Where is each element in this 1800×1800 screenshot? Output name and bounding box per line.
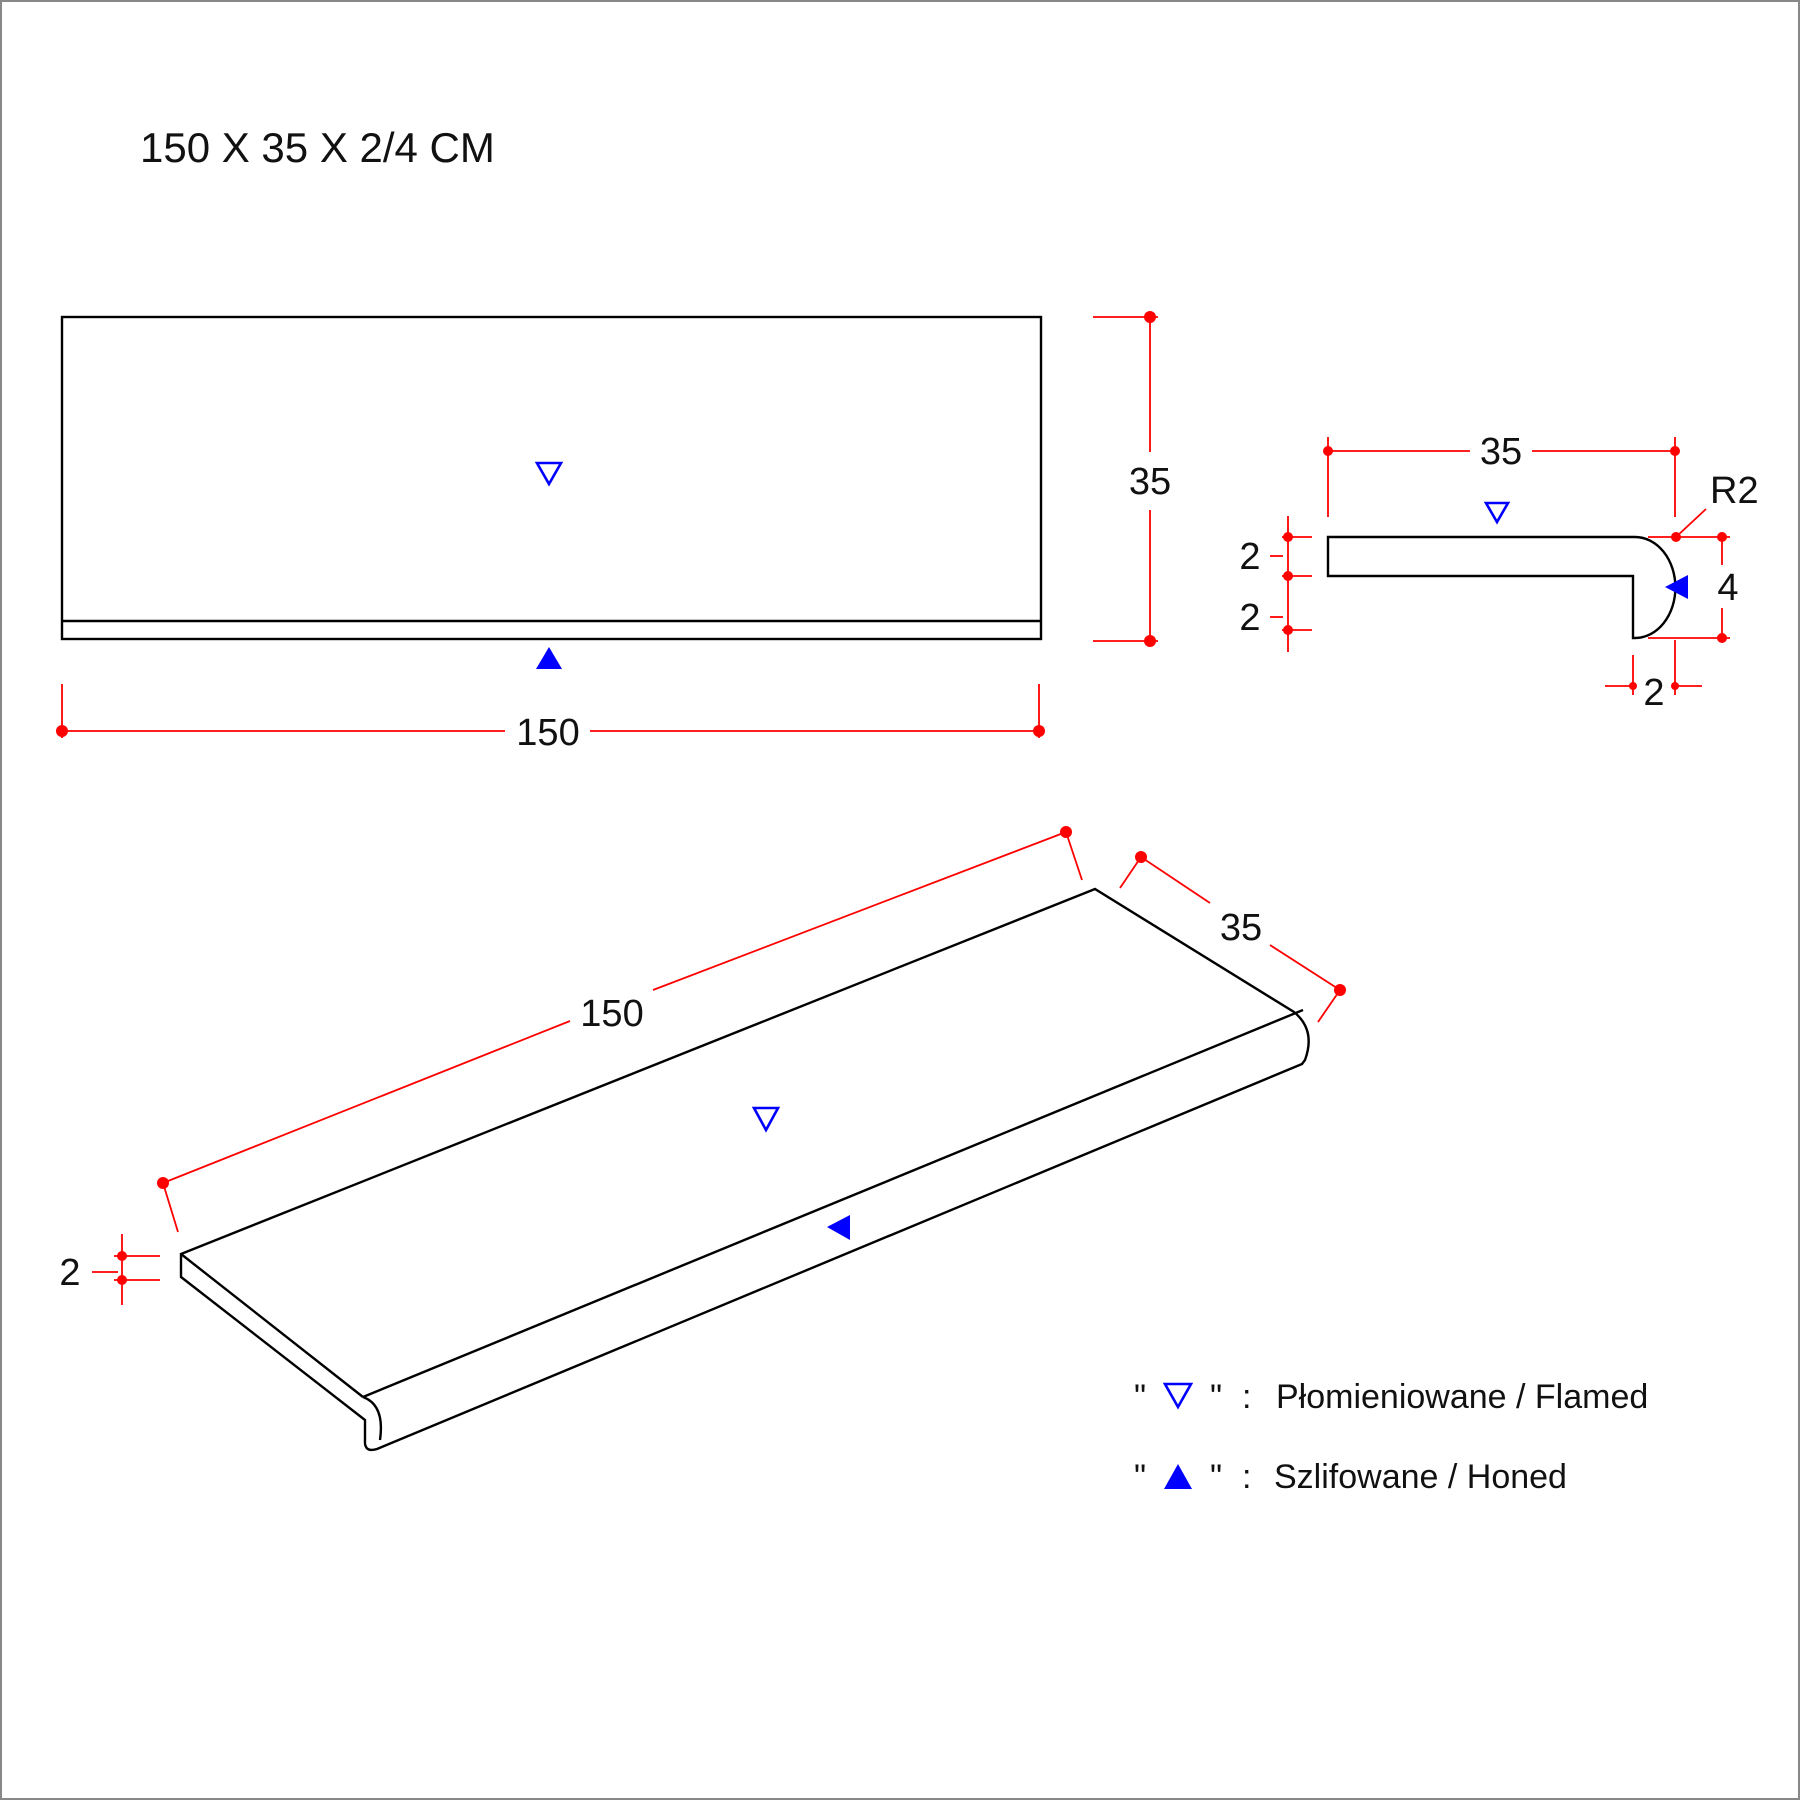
iso-width-dimension: 35 xyxy=(1119,851,1346,1023)
section-nose-height-label: 4 xyxy=(1717,567,1738,609)
legend-honed-colon: : xyxy=(1242,1458,1251,1496)
section-width-dimension: 35 xyxy=(1323,431,1680,517)
iso-flamed-marker-icon xyxy=(751,1106,781,1133)
section-view: 35 R2 2 2 xyxy=(1239,431,1758,714)
iso-length-dimension: 150 xyxy=(157,826,1083,1233)
flamed-marker-icon xyxy=(534,461,564,487)
legend-flamed-text: Płomieniowane / Flamed xyxy=(1276,1378,1648,1416)
section-width-label: 35 xyxy=(1480,431,1522,473)
section-nose-depth-label: 2 xyxy=(1643,672,1664,714)
section-flamed-marker-icon xyxy=(1483,501,1511,525)
iso-honed-marker-icon xyxy=(827,1215,850,1240)
legend-honed-quote-close: " xyxy=(1210,1458,1222,1496)
iso-thickness-label: 2 xyxy=(59,1252,80,1294)
top-width-label: 35 xyxy=(1129,461,1171,503)
iso-slab-outline xyxy=(179,887,1310,1452)
legend-honed-quote-open: " xyxy=(1134,1458,1146,1496)
iso-length-label: 150 xyxy=(580,993,643,1035)
iso-width-label: 35 xyxy=(1220,907,1262,949)
honed-marker-icon xyxy=(536,647,562,669)
section-honed-marker-icon xyxy=(1665,575,1688,599)
radius-callout: R2 xyxy=(1671,470,1759,542)
top-length-label: 150 xyxy=(516,712,579,754)
legend-honed-icon xyxy=(1164,1464,1192,1489)
section-thickness-bottom-label: 2 xyxy=(1239,597,1260,639)
legend-flamed-quote-open: " xyxy=(1134,1378,1146,1416)
legend-item-honed: " " : Szlifowane / Honed xyxy=(1134,1458,1567,1496)
legend-flamed-icon xyxy=(1162,1382,1194,1410)
top-view: 150 35 xyxy=(56,311,1171,754)
legend-flamed-quote-close: " xyxy=(1210,1378,1222,1416)
iso-front-nose-curve xyxy=(362,1395,383,1441)
top-view-outline xyxy=(60,315,1043,641)
top-width-dimension: 35 xyxy=(1093,311,1171,647)
section-thickness-dimension: 2 2 xyxy=(1239,516,1312,652)
radius-label: R2 xyxy=(1710,470,1759,512)
legend-honed-text: Szlifowane / Honed xyxy=(1274,1458,1567,1496)
iso-nose-top-edge xyxy=(362,1008,1304,1399)
section-nose-height-dimension: 4 xyxy=(1648,532,1739,643)
section-profile xyxy=(1326,535,1677,640)
legend-flamed-colon: : xyxy=(1242,1378,1251,1416)
legend-item-flamed: " " : Płomieniowane / Flamed xyxy=(1134,1378,1648,1416)
section-thickness-top-label: 2 xyxy=(1239,536,1260,578)
isometric-view: 150 35 2 xyxy=(59,826,1346,1452)
page-title: 150 X 35 X 2/4 CM xyxy=(140,124,495,171)
section-nose-depth-dimension: 2 xyxy=(1605,640,1702,714)
iso-thickness-dimension: 2 xyxy=(59,1234,160,1305)
top-length-dimension: 150 xyxy=(56,684,1045,754)
iso-front-top-edge xyxy=(180,1253,364,1398)
legend: " " : Płomieniowane / Flamed " " : Szlif… xyxy=(1134,1378,1648,1496)
